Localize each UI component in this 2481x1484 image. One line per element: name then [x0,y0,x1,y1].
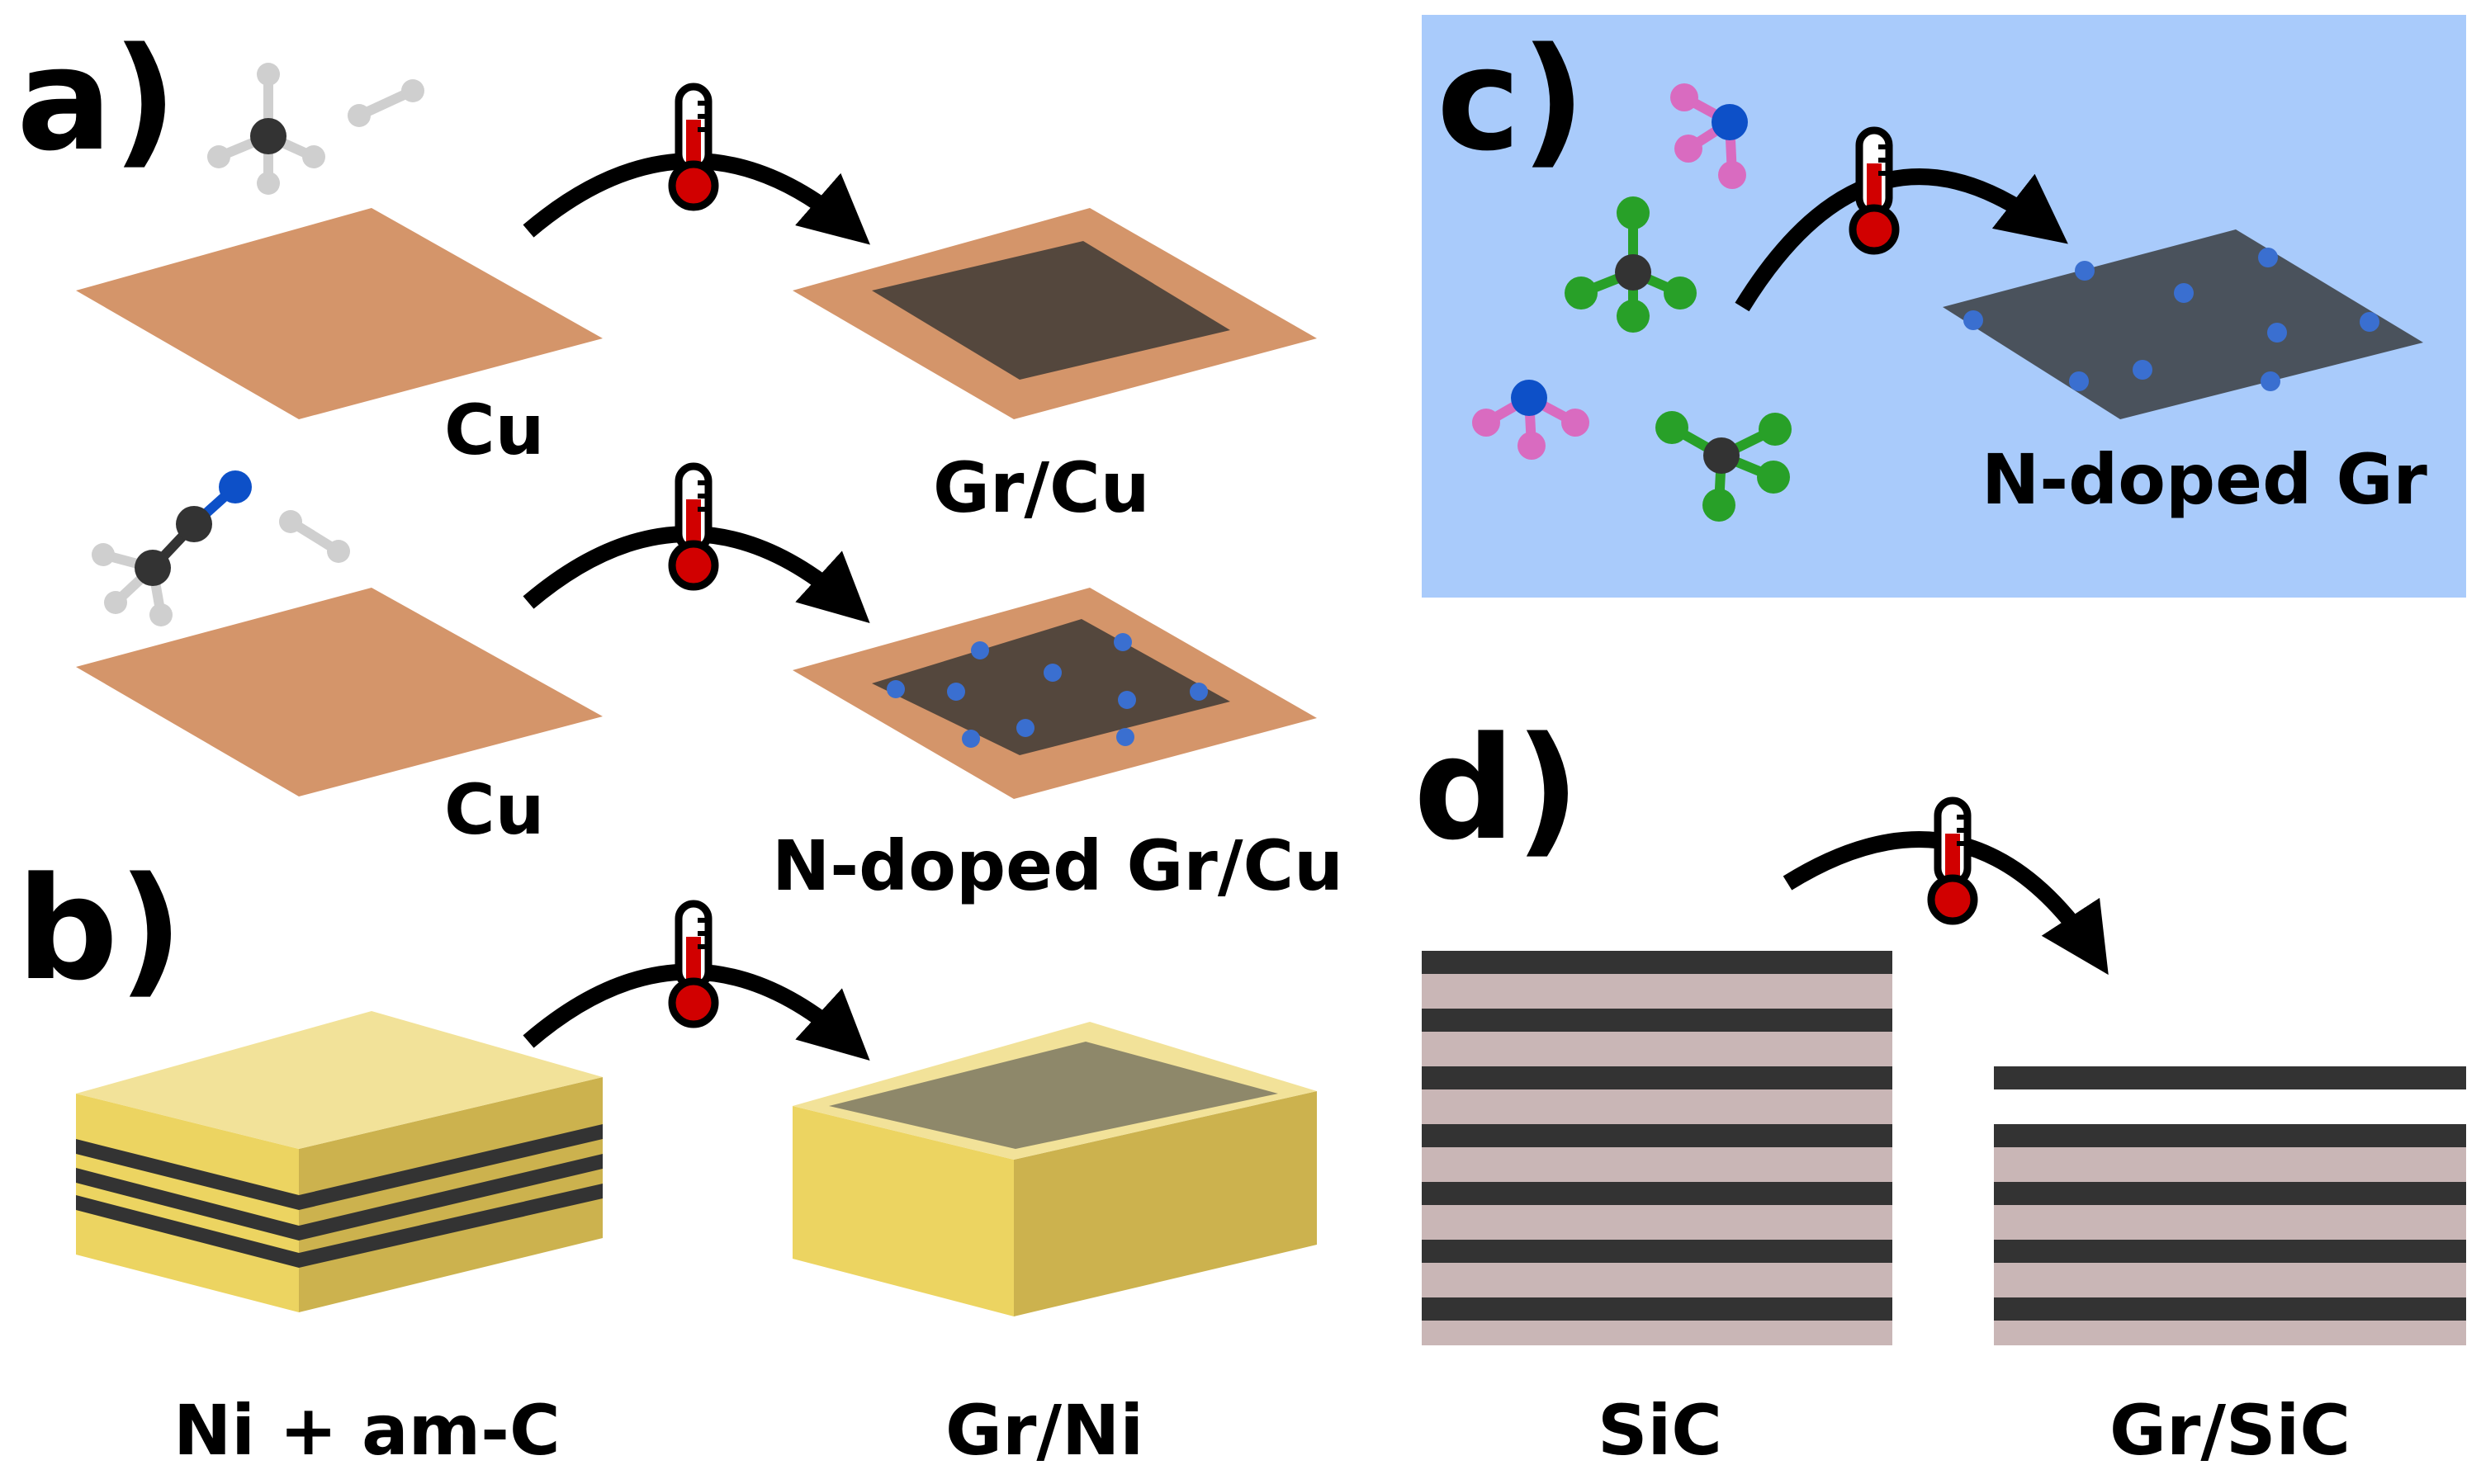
product-label-gr-sic: Gr/SiC [2109,1390,2351,1471]
thermometer-icon [672,466,715,587]
copper-foil [76,588,603,796]
acetonitrile-molecule [92,470,252,626]
panel-d-label: d) [1413,706,1580,872]
graphene-stripe [1994,1240,2466,1263]
n-doped-graphene-sheet [1943,229,2423,419]
product-label-gr-cu: Gr/Cu [933,447,1150,528]
graphene-stripe [1422,1182,1892,1205]
thermometer-icon [672,87,715,207]
copper-foil [76,208,603,419]
thermometer-icon [1853,130,1896,251]
carbon-layer [76,1124,603,1210]
graphene-stripe [1994,1124,2466,1147]
amine-molecule [1472,380,1589,460]
graphene-stripe [1422,951,1892,974]
substrate-label-cu: Cu [444,769,544,850]
product-label-n-doped-gr-cu: N-doped Gr/Cu [772,825,1343,906]
graphene-on-nickel-block [793,1022,1317,1316]
graphene-stripe [1994,1297,2466,1321]
graphene-on-copper [793,208,1317,419]
graphene-stripe [1994,1182,2466,1205]
panel-c: c) [1422,15,2466,598]
panel-b: b) Ni + am-C Gr/Ni [17,846,1317,1471]
panel-b-label: b) [17,846,183,1012]
amine-molecule [1670,83,1748,189]
halocarbon-molecule [1655,411,1792,522]
thermometer-icon [672,904,715,1024]
nickel-amorphous-carbon-block [76,1011,603,1312]
panel-a-label: a) [17,17,178,182]
product-label-gr-ni: Gr/Ni [945,1390,1143,1471]
carbon-layer [76,1184,603,1268]
graphene-stripe [1994,1066,2466,1089]
graphene-stripe [1422,1240,1892,1263]
substrate-label-cu: Cu [444,390,544,470]
substrate-label-ni-am-c: Ni + am-C [173,1390,561,1471]
panel-c-label: c) [1437,17,1586,182]
hydrogen-molecule [279,510,350,563]
graphene-stripe [1422,1297,1892,1321]
panel-d: d) SiC Gr/S [1413,706,2466,1471]
graphene-stripe [1422,1009,1892,1032]
carbon-layer [76,1154,603,1241]
graphene-stripe [1422,1124,1892,1147]
graphene-on-sic [1994,1066,2466,1345]
panel-a: a) Cu Gr/Cu [17,17,1343,906]
n-doped-graphene-on-copper [793,588,1317,799]
halocarbon-molecule [1565,196,1697,333]
product-label-n-doped-gr: N-doped Gr [1981,439,2427,520]
methane-molecule [207,63,325,195]
graphene-stripe [1422,1066,1892,1089]
sic-substrate [1422,951,1892,1345]
hydrogen-molecule [348,79,424,127]
thermometer-icon [1931,801,1974,921]
substrate-label-sic: SiC [1598,1390,1722,1471]
